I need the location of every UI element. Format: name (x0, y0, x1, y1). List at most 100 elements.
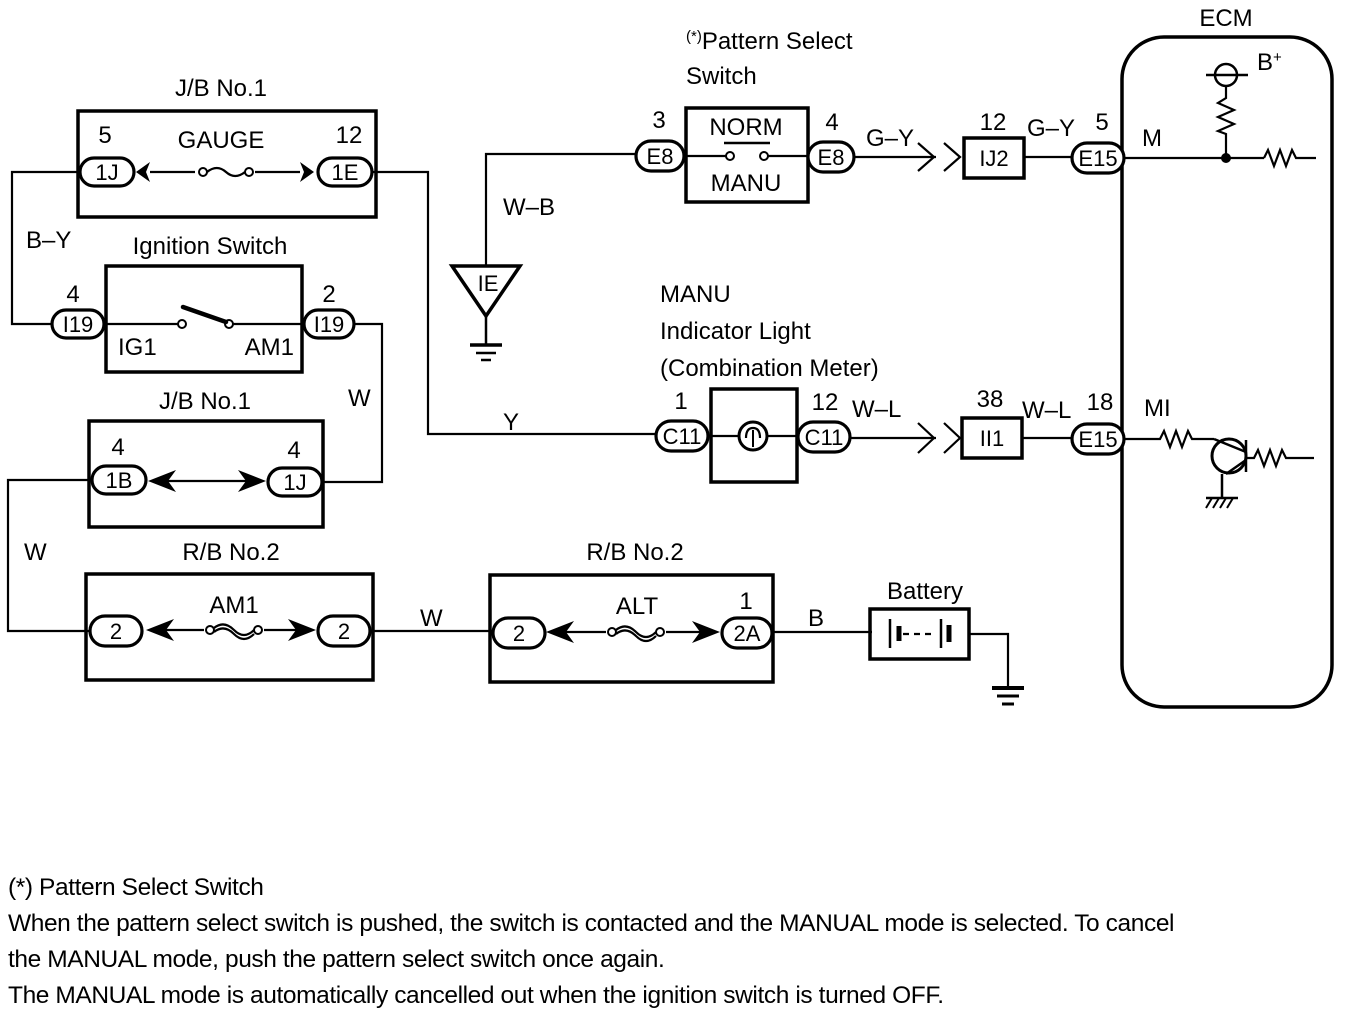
switch-manu-label: MANU (711, 170, 782, 197)
terminal-label: IG1 (118, 334, 157, 361)
resistor-icon (1246, 446, 1314, 470)
switch-contact-icon (177, 319, 187, 329)
connector-arrow-icon (136, 162, 150, 182)
bplus-supply-icon (1206, 62, 1248, 88)
wire-b-y (10, 170, 80, 326)
pin-number: 3 (652, 107, 665, 134)
jb1-bottom-title: J/B No.1 (159, 388, 251, 415)
indicator-title-line2: Indicator Light (660, 318, 811, 345)
jb1-bottom-block: J/B No.1 4 4 1B 1J (87, 388, 325, 529)
wire-color-label: W–L (852, 396, 901, 423)
connector-label: C11 (805, 425, 844, 450)
connector-i19 (50, 308, 106, 340)
ecm: ECM 5 E15 M B+ 18 E15 MI (1070, 5, 1334, 709)
wire-color-label: W–L (1022, 397, 1071, 424)
pin-number: 38 (977, 386, 1004, 413)
footnote-line: When the pattern select switch is pushed… (8, 910, 1175, 937)
connector-label: E15 (1078, 146, 1117, 171)
connector-e8 (806, 140, 856, 174)
chassis-ground-icon (1205, 496, 1238, 509)
ecm-terminal-m: M (1142, 125, 1162, 152)
wire-color-label: G–Y (866, 125, 914, 152)
battery: Battery (868, 578, 1024, 706)
fuse-label: ALT (616, 593, 659, 620)
connector-label: C11 (663, 424, 702, 449)
wire-w-left (6, 478, 92, 633)
connector-2a (720, 616, 774, 650)
rb2-alt-block: R/B No.2 ALT 1 2 2A (488, 539, 775, 684)
bulb-icon (737, 420, 769, 452)
connector-label: 1J (95, 160, 118, 185)
connector-label: E15 (1078, 427, 1117, 452)
footnote-line: The MANUAL mode is automatically cancell… (8, 982, 944, 1009)
indicator-title-line3: (Combination Meter) (660, 355, 879, 382)
wire-y (372, 170, 658, 436)
pin-number: 5 (1095, 109, 1108, 136)
junction-ii1-box (960, 416, 1024, 460)
ground-icon (992, 686, 1024, 706)
ecm-title: ECM (1199, 5, 1252, 32)
ignition-switch-box (104, 264, 304, 374)
wire-color-label: G–Y (1027, 115, 1075, 142)
connector-1j (78, 156, 136, 188)
connector-arrow-icon (148, 470, 176, 492)
switch-norm-label: NORM (709, 114, 782, 141)
junction-label: II1 (980, 426, 1004, 451)
rb2-left-box (84, 572, 375, 682)
pin-number: 4 (287, 437, 300, 464)
wire-color-label: Y (503, 409, 519, 436)
connector-1b (90, 464, 148, 496)
fuse-icon (195, 164, 255, 180)
ground-icon (470, 343, 502, 362)
jb1-bottom-box (87, 419, 325, 529)
pattern-switch-title-line2: Switch (686, 63, 757, 90)
fuse-icon (204, 622, 264, 641)
battery-title: Battery (887, 578, 963, 605)
manu-indicator-light: MANU Indicator Light (Combination Meter)… (654, 281, 879, 484)
ignition-switch: Ignition Switch 4 2 IG1 AM1 I19 I19 (50, 233, 356, 374)
indicator-title-line1: MANU (660, 281, 731, 308)
fuse-label: GAUGE (178, 127, 265, 154)
connector-label: 2 (513, 621, 525, 646)
ground-point-label: IE (478, 271, 499, 296)
connector-arrow-icon (300, 162, 314, 182)
connector-label: I19 (314, 312, 345, 337)
connector-1j (266, 466, 324, 498)
rb2-am1-block: R/B No.2 AM1 2 2 (84, 539, 375, 682)
connector-label: 2A (734, 621, 761, 646)
bplus-label: B+ (1257, 49, 1282, 76)
inline-connector-icon (917, 142, 962, 172)
battery-box (868, 607, 971, 661)
connector-label: E8 (818, 145, 845, 170)
wiring-diagram: J/B No.1 5 12 GAUGE 1J 1E B–Y Ignition S… (6, 5, 1334, 709)
switch-lever-icon (180, 304, 229, 325)
wires (6, 152, 1074, 686)
connector-arrow-icon (288, 619, 316, 641)
wire-w-b (484, 152, 636, 268)
connector-arrow-icon (692, 621, 720, 643)
rb2-right-title: R/B No.2 (586, 539, 683, 566)
pin-number: 4 (66, 281, 79, 308)
pin-number: 1 (674, 388, 687, 415)
battery-icon (888, 619, 952, 648)
ground-point-triangle (448, 264, 524, 320)
fuse-icon (606, 622, 666, 643)
pin-number: 4 (111, 434, 124, 461)
footnote-heading: (*) Pattern Select Switch (8, 874, 264, 901)
ignition-switch-title: Ignition Switch (133, 233, 288, 260)
connector-label: 1J (283, 470, 306, 495)
junction-ij2-box (962, 136, 1026, 180)
connector-1e (316, 156, 374, 188)
junction-ii1: 38 II1 (960, 386, 1024, 460)
footnote-text: (*) Pattern Select Switch When the patte… (8, 870, 1358, 1014)
inline-connector-icon (917, 422, 962, 454)
fuse-label: AM1 (209, 592, 258, 619)
wire-color-label: W (24, 539, 47, 566)
ecm-box (1120, 35, 1334, 709)
pin-number: 1 (739, 588, 752, 615)
jb1-top-box (76, 109, 378, 219)
ecm-terminal-mi: MI (1144, 395, 1171, 422)
ground-point-ie: IE (448, 264, 524, 362)
connector-label: 2 (338, 619, 350, 644)
transistor-icon (1210, 437, 1248, 476)
